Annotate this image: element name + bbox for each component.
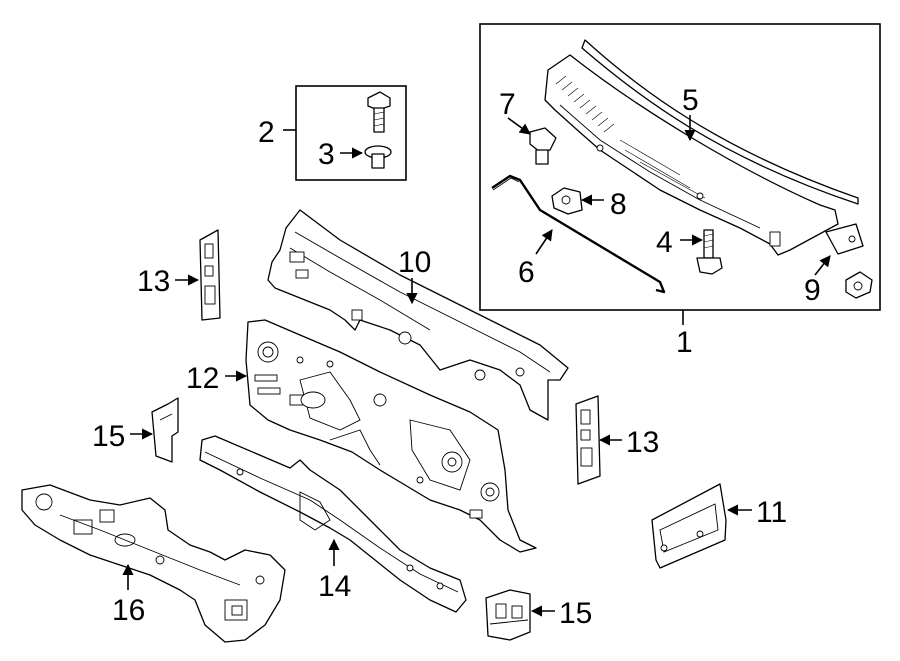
cowl-assembly-frame	[479, 23, 881, 311]
cowl-top-panel	[544, 39, 859, 256]
callout-13-left: 13	[137, 265, 170, 298]
callout-4: 4	[656, 226, 673, 259]
callout-13-right: 13	[626, 426, 659, 459]
bolt-4	[696, 229, 723, 275]
insulator-16	[21, 484, 286, 643]
callout-2: 2	[258, 116, 275, 149]
callout-8: 8	[610, 188, 627, 221]
callout-15-upper: 15	[92, 420, 125, 453]
callout-9: 9	[804, 274, 821, 307]
clip-7	[529, 127, 557, 165]
callout-15-lower: 15	[559, 597, 592, 630]
bracket-15-lower	[485, 589, 531, 641]
callout-10: 10	[398, 246, 431, 279]
cross-member-14	[199, 435, 467, 613]
cowl-panel-10	[267, 209, 569, 421]
side-bracket-13-left	[199, 229, 221, 321]
callout-1: 1	[676, 326, 693, 359]
callout-14: 14	[318, 570, 351, 603]
callout-7: 7	[499, 88, 516, 121]
callout-3: 3	[318, 138, 335, 171]
side-bracket-13-right	[575, 395, 601, 485]
fastener-kit-frame	[295, 85, 407, 181]
bolt-2	[367, 91, 391, 133]
callout-6: 6	[518, 256, 535, 289]
dash-panel-12	[245, 319, 537, 553]
bracket-9	[825, 223, 873, 299]
grommet-8	[551, 187, 583, 215]
callout-11: 11	[756, 496, 787, 529]
callout-16: 16	[112, 594, 145, 627]
bracket-15-upper	[151, 397, 179, 463]
fastener-3	[364, 145, 392, 169]
panel-11	[651, 483, 727, 569]
callout-5: 5	[682, 84, 699, 117]
callout-12: 12	[186, 362, 219, 395]
prop-rod-6	[491, 174, 666, 294]
